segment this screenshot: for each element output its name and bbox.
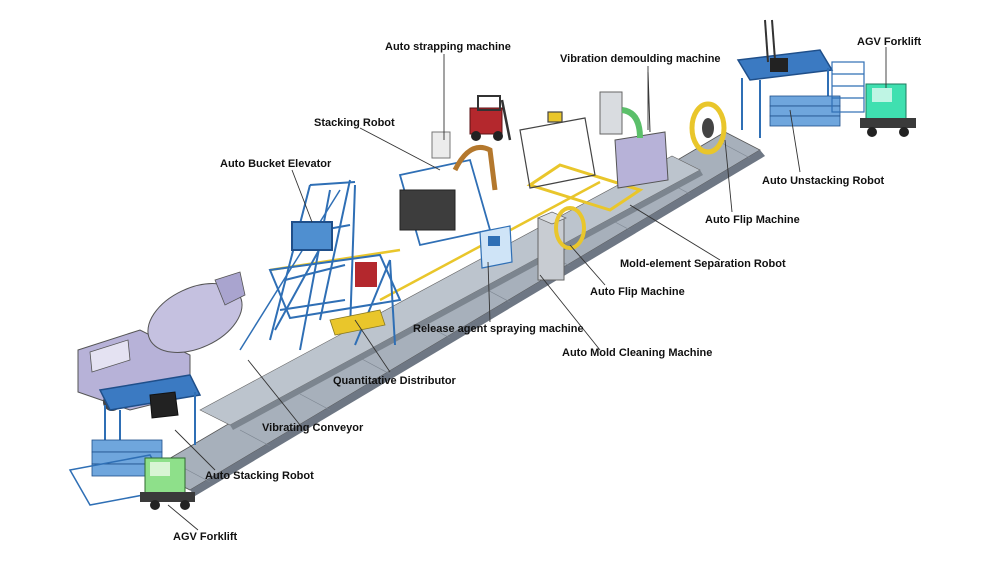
label-agv-forklift-top: AGV Forklift [857,36,922,48]
label-auto-strapping-machine: Auto strapping machine [385,41,511,53]
label-auto-unstacking-robot: Auto Unstacking Robot [762,175,885,187]
label-stacking-robot: Stacking Robot [314,117,395,129]
upper-flip-machine [689,101,727,155]
agv-icon [860,83,916,137]
agv-icon [140,457,195,510]
bucket-elevator-tower [239,179,396,351]
label-auto-flip-machine-lower: Auto Flip Machine [590,286,685,298]
central-stacking-robot [398,131,498,247]
vibration-demoulding-unit [599,71,669,189]
label-agv-forklift-bottom: AGV Forklift [173,531,238,543]
label-vibration-demoulding-machine: Vibration demoulding machine [560,53,721,65]
mold-cleaning-dust-collector [537,206,586,281]
label-auto-flip-machine-upper: Auto Flip Machine [705,214,800,226]
leader-lines [167,47,887,531]
label-auto-stacking-robot: Auto Stacking Robot [205,470,314,482]
label-release-agent-spraying-machine: Release agent spraying machine [413,323,584,335]
forklift-icon [469,95,512,141]
strapping-machine-frame [519,111,596,189]
quantitative-distributor-machine [268,253,402,336]
label-vibrating-conveyor: Vibrating Conveyor [262,422,364,434]
right-unstacking-gantry [736,19,865,138]
label-quantitative-distributor: Quantitative Distributor [333,375,456,387]
label-mold-element-separation-robot: Mold-element Separation Robot [620,258,786,270]
label-auto-bucket-elevator: Auto Bucket Elevator [220,158,332,170]
release-agent-sprayer [479,225,513,269]
label-auto-mold-cleaning-machine: Auto Mold Cleaning Machine [562,347,713,359]
